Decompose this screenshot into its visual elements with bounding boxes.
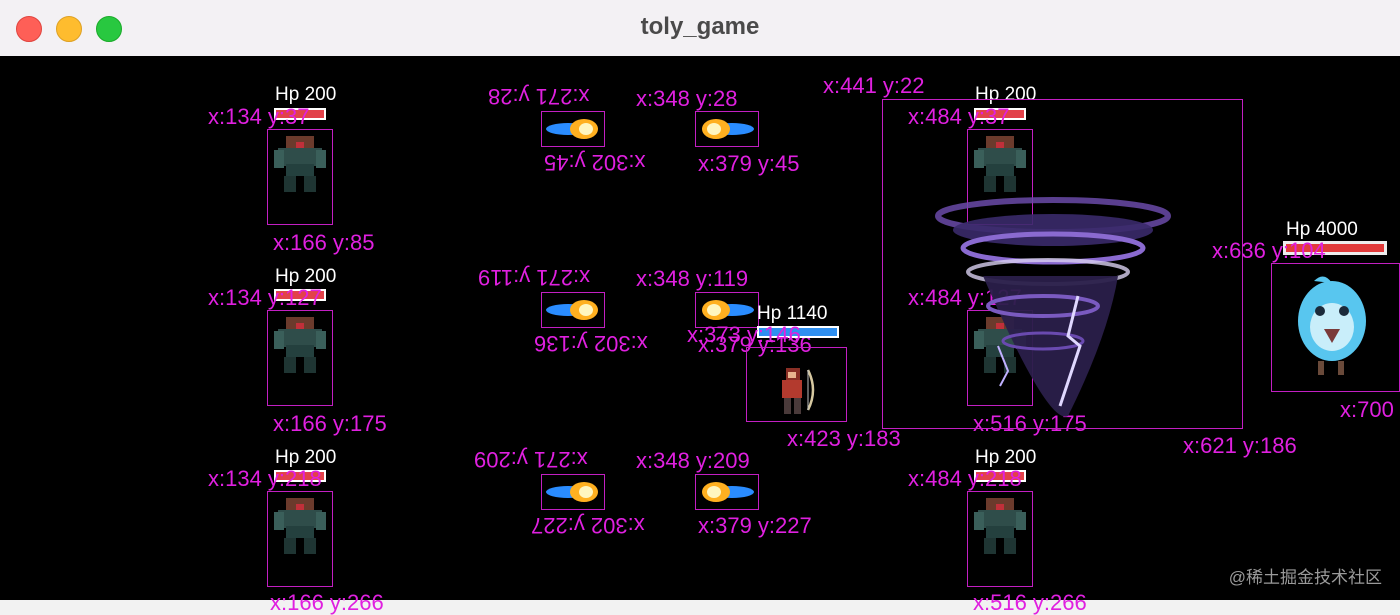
tornado-icon <box>935 197 1171 417</box>
coord-bottom-right: x:379 y:227 <box>698 513 812 538</box>
monster-hp-bar <box>274 470 326 482</box>
bullet-hitbox <box>541 474 605 510</box>
coord-top-left: x:484 y:218 <box>908 466 1022 491</box>
monster-hp-bar <box>974 108 1026 120</box>
coord-bottom-right: x:423 y:183 <box>787 426 901 451</box>
coord-bottom-right: x:516 y:175 <box>973 411 1087 436</box>
player-hitbox <box>746 347 847 422</box>
monster-hp-bar <box>974 470 1026 482</box>
fireball-left-icon <box>546 300 598 320</box>
coord-top-left: x:348 y:119 <box>636 266 749 291</box>
bullet-hitbox <box>541 292 605 328</box>
coord-bottom-right: x:166 y:85 <box>273 230 375 255</box>
bullet-hitbox <box>695 474 759 510</box>
coord-bottom-right: x:700 <box>1340 397 1394 422</box>
coord-bottom-right: x:379 y:136 <box>698 332 812 357</box>
monster-hp-text: Hp 200 <box>275 266 337 287</box>
bullet-hitbox <box>695 292 759 328</box>
coord-top-left: x:441 y:22 <box>823 73 925 98</box>
player-hp-text: Hp 1140 <box>757 303 828 324</box>
coord-top-left: x:636 y:104 <box>1212 238 1326 263</box>
monster-hp-text: Hp 200 <box>275 447 337 468</box>
fireball-right-icon <box>702 482 754 502</box>
close-button[interactable] <box>16 16 42 42</box>
coord-bottom-right: x:516 y:266 <box>973 590 1087 615</box>
minimize-button[interactable] <box>56 16 82 42</box>
monster-hitbox <box>267 491 333 587</box>
coord-top-left: x:373 y:146 <box>687 322 801 347</box>
monster-sprite-icon <box>974 136 1026 192</box>
coord-top-left: x:348 y:209 <box>636 448 750 473</box>
watermark: @稀土掘金技术社区 <box>1228 568 1382 587</box>
fireball-right-icon <box>702 119 754 139</box>
coord-top-left: x:271 y:119 <box>478 265 591 290</box>
player-hp-bar <box>757 326 839 338</box>
monster-sprite-icon <box>274 136 326 192</box>
coord-bottom-right: x:379 y:45 <box>698 151 800 176</box>
coord-bottom-right: x:302 y:136 <box>534 331 648 356</box>
monster-hitbox <box>267 129 333 225</box>
window-title: toly_game <box>640 13 760 40</box>
coord-top-left: x:484 y:37 <box>908 104 1010 129</box>
boss-hp-bar <box>1283 241 1387 255</box>
fireball-left-icon <box>546 482 598 502</box>
coord-bottom-right: x:302 y:45 <box>544 150 646 175</box>
coord-bottom-right: x:166 y:266 <box>270 590 384 615</box>
coord-bottom-right: x:166 y:175 <box>273 411 387 436</box>
blue-bird-boss-icon <box>1298 276 1366 375</box>
coord-bottom-right: x:621 y:186 <box>1183 433 1297 458</box>
coord-top-left: x:134 y:127 <box>208 285 322 310</box>
boss-hp-text: Hp 4000 <box>1286 219 1358 240</box>
archer-sprite-icon <box>782 368 815 414</box>
fireball-left-icon <box>546 119 598 139</box>
monster-hp-text: Hp 200 <box>975 447 1037 468</box>
coord-bottom-right: x:302 y:227 <box>531 513 645 538</box>
coord-top-left: x:134 y:37 <box>208 104 310 129</box>
coord-top-left: x:134 y:218 <box>208 466 322 491</box>
game-canvas[interactable]: Hp 200 x:134 y:37 x:166 y:85 Hp 200 x:13… <box>0 56 1400 614</box>
monster-hitbox <box>267 310 333 406</box>
bullet-hitbox <box>541 111 605 147</box>
bullet-hitbox <box>695 111 759 147</box>
fireball-right-icon <box>702 300 754 320</box>
zoom-button[interactable] <box>96 16 122 42</box>
coord-top-left: x:271 y:28 <box>488 84 590 109</box>
coord-top-left: x:348 y:28 <box>636 86 738 111</box>
tornado-hitbox <box>882 99 1243 429</box>
monster-sprite-icon <box>974 498 1026 554</box>
monster-hp-bar <box>274 108 326 120</box>
title-bar: toly_game <box>0 0 1400 57</box>
monster-hp-text: Hp 200 <box>275 84 337 105</box>
monster-hitbox <box>967 491 1033 587</box>
coord-top-left: x:271 y:209 <box>474 447 588 472</box>
monster-sprite-icon <box>274 317 326 373</box>
monster-sprite-icon <box>274 498 326 554</box>
monster-hp-bar <box>274 289 326 301</box>
